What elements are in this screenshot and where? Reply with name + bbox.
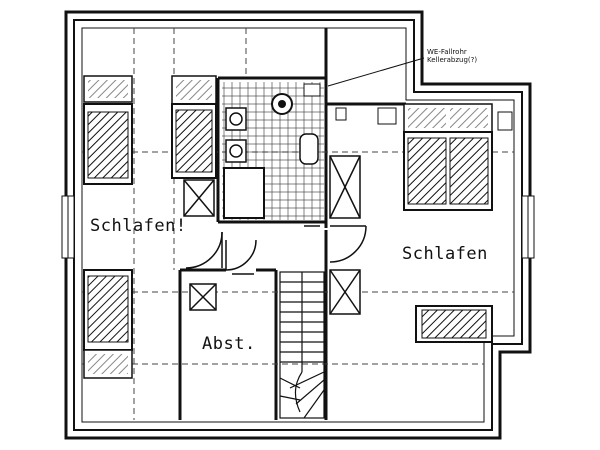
- wardrobes: [183, 155, 361, 315]
- bed-left-center: [171, 75, 217, 179]
- windows: [61, 195, 535, 259]
- annotation-line-2: Kellerabzug(?): [427, 56, 478, 64]
- bed-left-top: [83, 75, 133, 185]
- room-label-bedroom-left: Schlafen!: [90, 216, 187, 236]
- outer-walls: [64, 10, 532, 440]
- interior-walls: [178, 28, 406, 420]
- annotation-line-1: WE-Fallrohr: [427, 48, 467, 56]
- room-label-bedroom-right: Schlafen: [402, 244, 488, 264]
- doors: [185, 225, 367, 275]
- annotation-leader: [327, 57, 425, 87]
- staircase: [279, 271, 325, 419]
- annotation-note: WE-Fallrohr Kellerabzug(?): [427, 48, 477, 64]
- bed-right-double: [335, 103, 513, 211]
- bed-right-bottom: [415, 305, 493, 343]
- bed-left-bottom: [83, 269, 133, 379]
- room-label-storage: Abst.: [202, 334, 256, 354]
- bathroom: [222, 82, 324, 220]
